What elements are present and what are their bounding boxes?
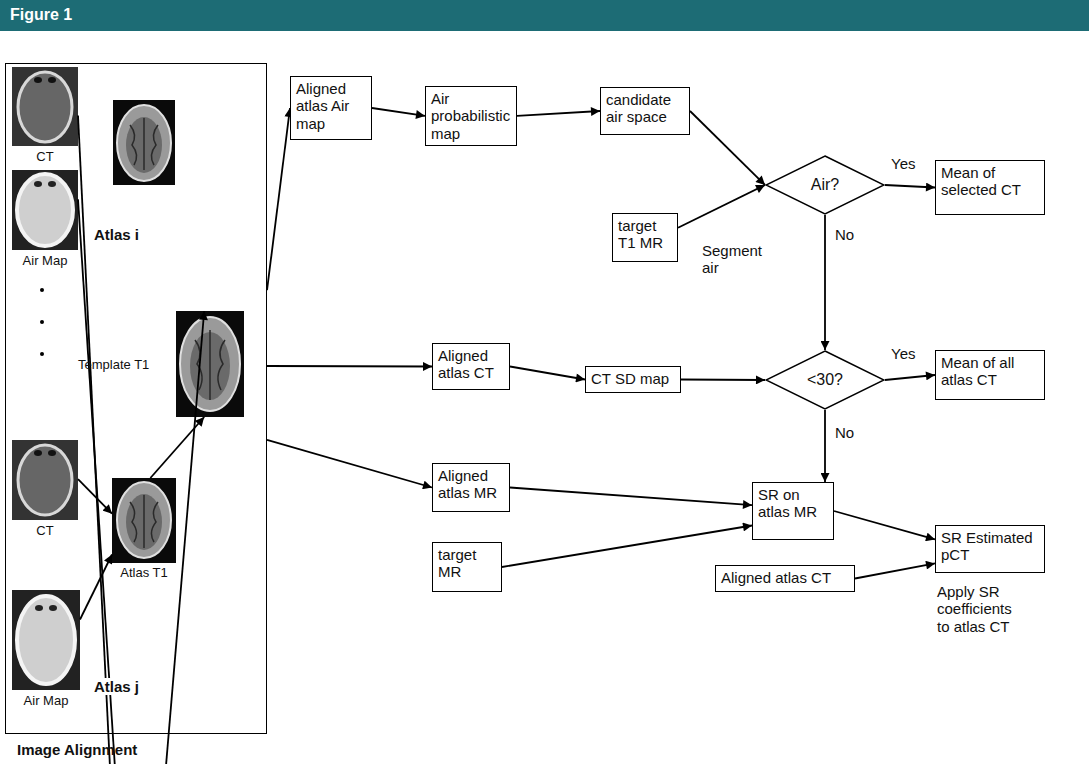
node-label: candidate air space xyxy=(606,91,684,126)
ct-image-top xyxy=(12,67,78,146)
mr-image-atlas-top xyxy=(113,100,175,185)
process-box: SR Estimated pCT xyxy=(935,525,1045,573)
process-box: Aligned atlas CT xyxy=(715,565,855,592)
edge-label: Yes xyxy=(889,345,917,362)
process-box: CT SD map xyxy=(585,366,681,393)
process-box: target T1 MR xyxy=(612,213,678,262)
air-map-bottom xyxy=(12,590,80,690)
ct-image-bottom xyxy=(12,440,78,520)
flow-arrow xyxy=(824,410,826,482)
process-box: Aligned atlas CT xyxy=(432,343,510,390)
flow-arrow xyxy=(834,511,935,539)
image-thumb: Atlas T1 xyxy=(112,478,176,580)
process-box: Aligned atlas MR xyxy=(432,463,510,512)
node-label: target MR xyxy=(438,546,496,581)
node-label: Mean of selected CT xyxy=(941,164,1039,199)
decision-diamond: <30? xyxy=(765,350,885,410)
edge-label: Yes xyxy=(889,155,917,172)
node-label: SR on atlas MR xyxy=(758,486,828,521)
process-box: SR on atlas MR xyxy=(752,482,834,540)
process-box: Air probabilistic map xyxy=(425,86,517,146)
image-thumb: Air Map xyxy=(12,590,80,708)
edge-label: No xyxy=(833,226,856,243)
node-label: CT xyxy=(36,149,53,164)
mr-image-atlas-bottom xyxy=(112,478,176,563)
mr-image-template xyxy=(176,311,244,417)
node-label: CT xyxy=(36,523,53,538)
flow-arrow xyxy=(267,108,290,290)
flow-arrow xyxy=(267,365,432,367)
flow-arrow xyxy=(855,563,935,578)
process-box: Mean of all atlas CT xyxy=(935,350,1045,400)
process-box: candidate air space xyxy=(600,87,690,135)
image-thumb: Template T1 xyxy=(78,311,244,417)
node-label: Atlas T1 xyxy=(120,565,167,580)
flow-arrow xyxy=(156,311,204,764)
node-label: <30? xyxy=(807,371,843,389)
edge-label: No xyxy=(833,424,856,441)
flow-arrow xyxy=(517,111,600,116)
flow-arrow xyxy=(502,526,752,568)
flow-arrow xyxy=(80,555,112,620)
node-label: Air Map xyxy=(24,693,69,708)
alignment-panel: Image AlignmentCTAtlas T1Air MapTemplate… xyxy=(5,63,267,762)
note-label: Atlas i xyxy=(92,226,141,243)
flow-arrow xyxy=(885,375,935,380)
node-label: Air probabilistic map xyxy=(431,90,511,142)
decision-diamond: Air? xyxy=(765,155,885,215)
note-label: Apply SR coefficients to atlas CT xyxy=(935,583,1015,635)
node-label: Air Map xyxy=(23,253,68,268)
figure-title: Figure 1 xyxy=(10,6,72,24)
flow-arrow xyxy=(267,440,432,488)
node-label: Aligned atlas CT xyxy=(721,569,849,586)
process-box: target MR xyxy=(432,542,502,592)
flow-arrow xyxy=(824,215,826,350)
flow-arrow xyxy=(681,379,765,381)
image-thumb: CT xyxy=(12,440,78,538)
process-box: Aligned atlas Air map xyxy=(290,76,372,140)
ellipsis-dots xyxy=(40,288,44,356)
air-map-top xyxy=(12,170,78,250)
node-label: Aligned atlas CT xyxy=(438,347,504,382)
node-label: Air? xyxy=(811,176,839,194)
note-label: Atlas j xyxy=(92,678,141,695)
flow-arrow xyxy=(690,111,765,185)
flow-arrow xyxy=(78,479,112,514)
header-bar: Figure 1 xyxy=(0,0,1089,31)
node-label: Mean of all atlas CT xyxy=(941,354,1039,389)
panel-caption: Image Alignment xyxy=(5,63,267,758)
node-label: Aligned atlas MR xyxy=(438,467,504,502)
node-label: CT SD map xyxy=(591,370,675,387)
node-label: Aligned atlas Air map xyxy=(296,80,366,132)
flow-arrow xyxy=(510,367,585,380)
flow-arrow xyxy=(372,108,425,116)
node-label: Template T1 xyxy=(78,357,149,372)
flow-arrow xyxy=(885,185,935,188)
flow-arrow xyxy=(150,417,204,478)
edge-label: Segment air xyxy=(700,242,764,277)
flow-arrow xyxy=(678,185,765,228)
process-box: Mean of selected CT xyxy=(935,160,1045,215)
flow-arrow xyxy=(510,488,752,506)
image-thumb: Air Map xyxy=(12,170,78,268)
node-label: SR Estimated pCT xyxy=(941,529,1039,564)
node-label: target T1 MR xyxy=(618,217,672,252)
image-thumb: CT xyxy=(12,67,78,164)
